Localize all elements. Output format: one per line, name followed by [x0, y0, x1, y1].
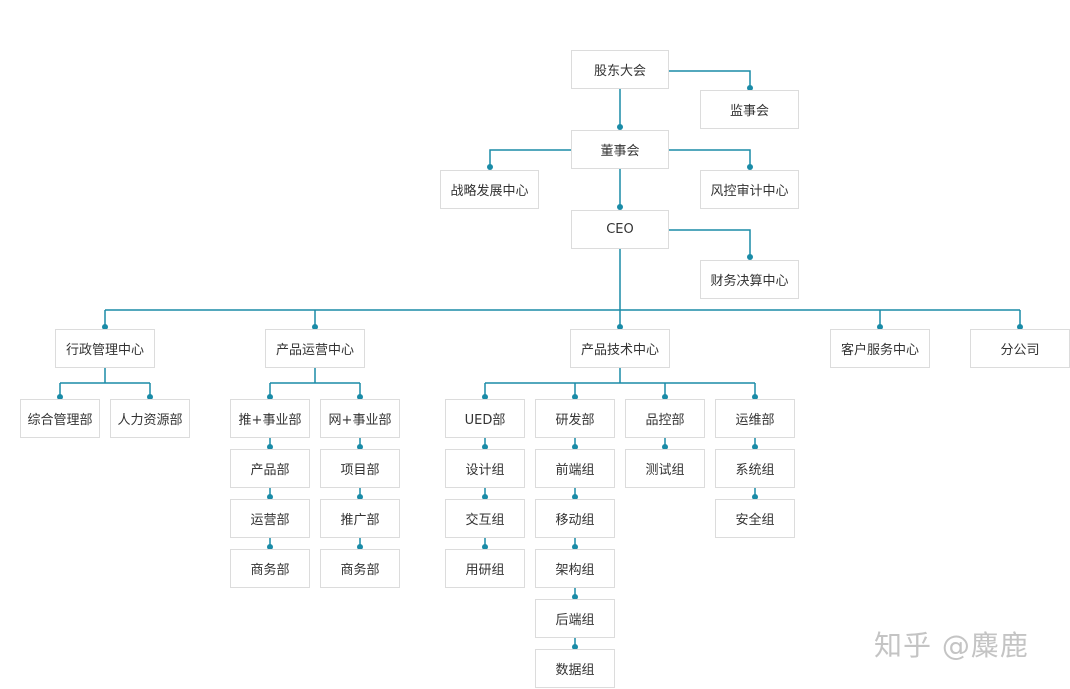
node-ops-dept: 运营部	[230, 499, 310, 538]
node-data: 数据组	[535, 649, 615, 688]
node-qc: 品控部	[625, 399, 705, 438]
node-customer-service: 客户服务中心	[830, 329, 930, 368]
node-branch: 分公司	[970, 329, 1070, 368]
node-general-mgmt: 综合管理部	[20, 399, 100, 438]
node-user-research: 用研组	[445, 549, 525, 588]
node-business-a: 商务部	[230, 549, 310, 588]
node-devops: 运维部	[715, 399, 795, 438]
node-interaction: 交互组	[445, 499, 525, 538]
node-ued: UED部	[445, 399, 525, 438]
node-tech-center: 产品技术中心	[570, 329, 670, 368]
watermark: 知乎 @麋鹿	[874, 629, 1029, 662]
node-product-dept: 产品部	[230, 449, 310, 488]
node-testing: 测试组	[625, 449, 705, 488]
node-ceo: CEO	[571, 210, 669, 249]
node-rnd: 研发部	[535, 399, 615, 438]
node-design: 设计组	[445, 449, 525, 488]
node-system: 系统组	[715, 449, 795, 488]
node-mobile: 移动组	[535, 499, 615, 538]
node-project-dept: 项目部	[320, 449, 400, 488]
node-architecture: 架构组	[535, 549, 615, 588]
node-product-ops-center: 产品运营中心	[265, 329, 365, 368]
node-frontend: 前端组	[535, 449, 615, 488]
node-backend: 后端组	[535, 599, 615, 638]
node-business-b: 商务部	[320, 549, 400, 588]
node-risk-audit: 风控审计中心	[700, 170, 799, 209]
node-shareholders: 股东大会	[571, 50, 669, 89]
node-hr: 人力资源部	[110, 399, 190, 438]
node-push-biz: 推+事业部	[230, 399, 310, 438]
node-security: 安全组	[715, 499, 795, 538]
node-finance: 财务决算中心	[700, 260, 799, 299]
node-admin-center: 行政管理中心	[55, 329, 155, 368]
node-board: 董事会	[571, 130, 669, 169]
node-supervisors: 监事会	[700, 90, 799, 129]
node-promo-dept: 推广部	[320, 499, 400, 538]
node-strategy: 战略发展中心	[440, 170, 539, 209]
node-net-biz: 网+事业部	[320, 399, 400, 438]
